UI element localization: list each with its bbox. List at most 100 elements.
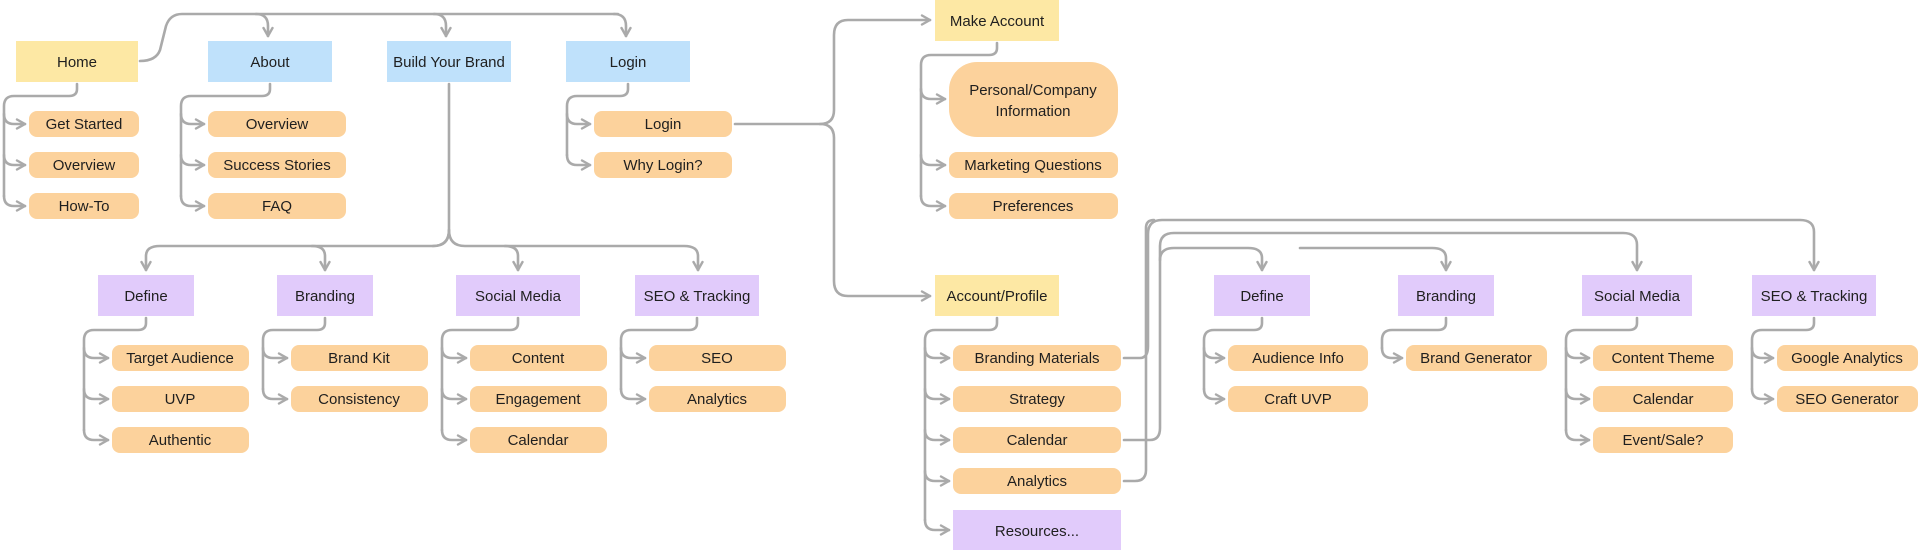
seo2-children-trunk bbox=[1750, 316, 1816, 391]
account-children-branch-4 bbox=[923, 518, 951, 536]
make-account-children-trunk bbox=[919, 41, 999, 198]
svg-text:SEO: SEO bbox=[701, 350, 733, 367]
node-seo-generator[interactable]: SEO Generator bbox=[1777, 386, 1918, 412]
seo2-children-branch-1 bbox=[1750, 387, 1775, 405]
svg-text:Content Theme: Content Theme bbox=[1611, 350, 1714, 367]
account-children-trunk bbox=[923, 316, 999, 522]
node-get-started[interactable]: Get Started bbox=[29, 111, 139, 137]
node-about-overview[interactable]: Overview bbox=[208, 111, 346, 137]
home-children-branch-1 bbox=[2, 153, 27, 171]
node-branding[interactable]: Branding bbox=[277, 275, 373, 316]
node-branding-2[interactable]: Branding bbox=[1398, 275, 1494, 316]
node-target-audience[interactable]: Target Audience bbox=[112, 345, 249, 371]
node-brand-kit[interactable]: Brand Kit bbox=[291, 345, 428, 371]
node-calendar-account[interactable]: Calendar bbox=[953, 427, 1121, 453]
define2-children-trunk bbox=[1202, 316, 1264, 391]
make-account-children-branch-2 bbox=[919, 194, 947, 212]
about-children-branch-1 bbox=[179, 153, 206, 171]
node-calendar-social[interactable]: Calendar bbox=[470, 427, 607, 453]
node-account-profile[interactable]: Account/Profile bbox=[935, 275, 1059, 316]
node-faq[interactable]: FAQ bbox=[208, 193, 346, 219]
node-google-analytics[interactable]: Google Analytics bbox=[1777, 345, 1918, 371]
svg-text:SEO & Tracking: SEO & Tracking bbox=[1761, 288, 1868, 305]
node-craft-uvp[interactable]: Craft UVP bbox=[1228, 386, 1368, 412]
home-children-branch-2 bbox=[2, 194, 27, 212]
svg-text:Social Media: Social Media bbox=[475, 288, 562, 305]
node-calendar-2[interactable]: Calendar bbox=[1593, 386, 1733, 412]
node-content[interactable]: Content bbox=[470, 345, 607, 371]
svg-text:Analytics: Analytics bbox=[687, 391, 747, 408]
account-children-branch-0 bbox=[923, 346, 951, 364]
node-seo-tracking-2[interactable]: SEO & Tracking bbox=[1752, 275, 1876, 316]
node-brand-generator[interactable]: Brand Generator bbox=[1406, 345, 1547, 371]
social-children-trunk bbox=[440, 316, 520, 432]
node-preferences[interactable]: Preferences bbox=[949, 193, 1118, 219]
login-account-profile bbox=[818, 122, 932, 302]
node-personal-company-info[interactable]: Personal/Company Information bbox=[949, 62, 1118, 137]
define2-children-branch-1 bbox=[1202, 387, 1226, 405]
about-children-trunk bbox=[179, 82, 272, 198]
node-analytics-seo[interactable]: Analytics bbox=[649, 386, 786, 412]
to-branding2 bbox=[1298, 246, 1452, 272]
node-strategy[interactable]: Strategy bbox=[953, 386, 1121, 412]
node-how-to[interactable]: How-To bbox=[29, 193, 139, 219]
define-children-branch-2 bbox=[82, 428, 110, 446]
svg-text:Audience Info: Audience Info bbox=[1252, 350, 1344, 367]
account-children-branch-1 bbox=[923, 387, 951, 405]
node-build-your-brand[interactable]: Build Your Brand bbox=[387, 41, 511, 82]
svg-text:Information: Information bbox=[995, 103, 1070, 120]
svg-text:Strategy: Strategy bbox=[1009, 391, 1065, 408]
node-define-2[interactable]: Define bbox=[1214, 275, 1310, 316]
node-seo[interactable]: SEO bbox=[649, 345, 786, 371]
node-content-theme[interactable]: Content Theme bbox=[1593, 345, 1733, 371]
svg-text:Overview: Overview bbox=[53, 157, 116, 174]
svg-text:Define: Define bbox=[124, 288, 167, 305]
home-children-trunk bbox=[2, 82, 79, 198]
svg-text:Event/Sale?: Event/Sale? bbox=[1623, 432, 1704, 449]
svg-text:Marketing Questions: Marketing Questions bbox=[964, 157, 1102, 174]
node-marketing-questions[interactable]: Marketing Questions bbox=[949, 152, 1118, 178]
node-login[interactable]: Login bbox=[594, 111, 732, 137]
define-children-branch-1 bbox=[82, 387, 110, 405]
svg-text:Personal/Company: Personal/Company bbox=[969, 82, 1097, 99]
node-engagement[interactable]: Engagement bbox=[470, 386, 607, 412]
node-branding-materials[interactable]: Branding Materials bbox=[953, 345, 1121, 371]
login-make-account bbox=[733, 14, 932, 126]
arc-login bbox=[612, 12, 632, 38]
node-social-media-2[interactable]: Social Media bbox=[1582, 275, 1692, 316]
svg-text:Craft UVP: Craft UVP bbox=[1264, 391, 1332, 408]
svg-text:Authentic: Authentic bbox=[149, 432, 212, 449]
build-social bbox=[503, 244, 524, 272]
home-children-branch-0 bbox=[2, 112, 27, 130]
node-success-stories[interactable]: Success Stories bbox=[208, 152, 346, 178]
node-why-login[interactable]: Why Login? bbox=[594, 152, 732, 178]
node-login-top[interactable]: Login bbox=[566, 41, 690, 82]
svg-text:Brand Kit: Brand Kit bbox=[328, 350, 391, 367]
node-home[interactable]: Home bbox=[16, 41, 138, 82]
social-children-branch-1 bbox=[440, 387, 468, 405]
node-social-media[interactable]: Social Media bbox=[456, 275, 580, 316]
svg-text:Consistency: Consistency bbox=[318, 391, 400, 408]
svg-text:Login: Login bbox=[610, 54, 647, 71]
node-event-sale[interactable]: Event/Sale? bbox=[1593, 427, 1733, 453]
branding2-children-branch-0 bbox=[1380, 346, 1404, 364]
login-children-branch-0 bbox=[565, 112, 592, 130]
svg-text:About: About bbox=[250, 54, 290, 71]
node-audience-info[interactable]: Audience Info bbox=[1228, 345, 1368, 371]
svg-text:Why Login?: Why Login? bbox=[623, 157, 702, 174]
node-resources[interactable]: Resources... bbox=[953, 510, 1121, 550]
node-seo-tracking[interactable]: SEO & Tracking bbox=[635, 275, 759, 316]
node-uvp[interactable]: UVP bbox=[112, 386, 249, 412]
svg-text:Target Audience: Target Audience bbox=[126, 350, 234, 367]
node-authentic[interactable]: Authentic bbox=[112, 427, 249, 453]
svg-text:Branding: Branding bbox=[295, 288, 355, 305]
node-home-overview[interactable]: Overview bbox=[29, 152, 139, 178]
node-consistency[interactable]: Consistency bbox=[291, 386, 428, 412]
node-make-account[interactable]: Make Account bbox=[935, 0, 1059, 41]
node-analytics-account[interactable]: Analytics bbox=[953, 468, 1121, 494]
home-top-arc bbox=[138, 12, 620, 63]
node-about[interactable]: About bbox=[208, 41, 332, 82]
svg-text:SEO & Tracking: SEO & Tracking bbox=[644, 288, 751, 305]
node-define[interactable]: Define bbox=[98, 275, 194, 316]
